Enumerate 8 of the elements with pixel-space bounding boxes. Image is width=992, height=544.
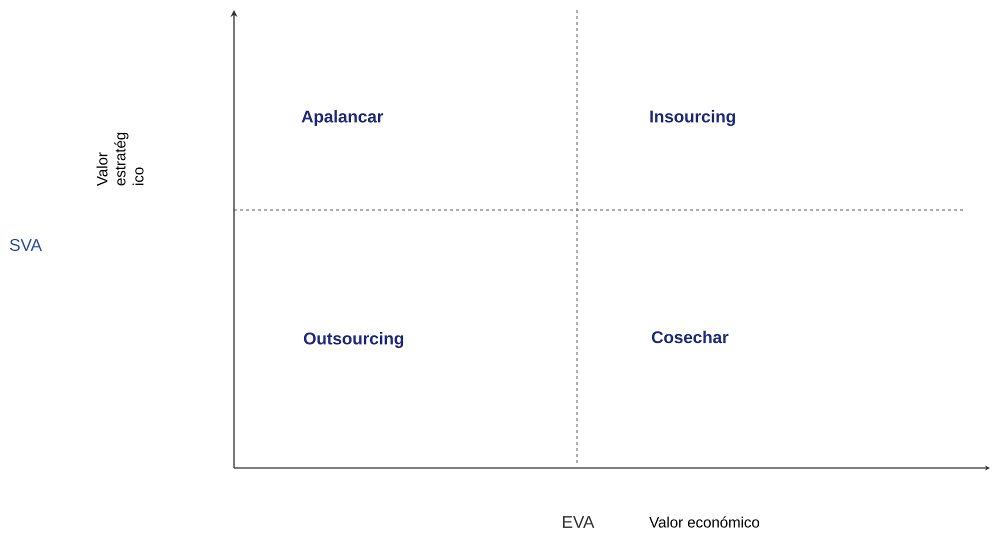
- quadrant-label: Insourcing: [650, 110, 735, 126]
- axis-label: EVA: [563, 516, 594, 528]
- axis-title: Valor económico: [649, 516, 760, 528]
- quadrant-label: Apalancar: [302, 110, 384, 126]
- axis-label: SVA: [10, 238, 42, 252]
- quadrant-label: Cosechar: [652, 330, 728, 344]
- quadrant-label: Outsourcing: [304, 332, 404, 348]
- axis-title: Valor estratég ico: [96, 132, 144, 186]
